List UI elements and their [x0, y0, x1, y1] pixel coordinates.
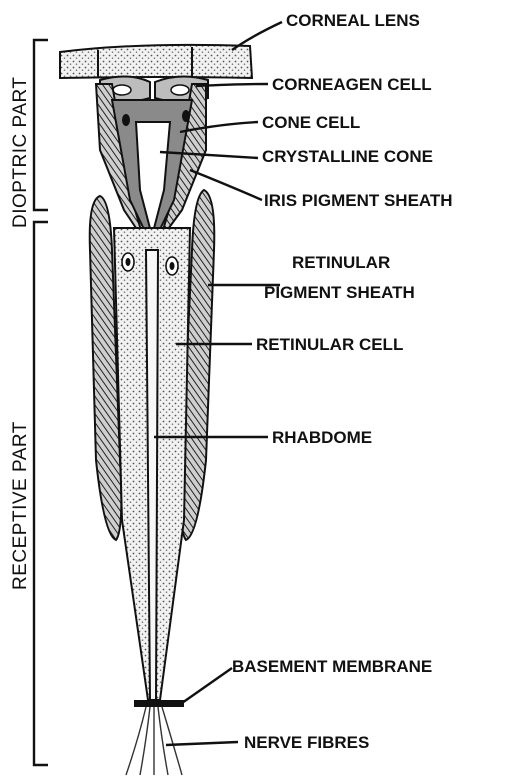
label-nerve-fibres: NERVE FIBRES [244, 733, 369, 752]
label-retinular-1: RETINULAR [292, 253, 390, 272]
label-rhabdome: RHABDOME [272, 428, 372, 447]
label-basement-membrane: BASEMENT MEMBRANE [232, 657, 432, 676]
label-iris-pigment-sheath: IRIS PIGMENT SHEATH [264, 191, 453, 210]
label-corneal-lens: CORNEAL LENS [286, 11, 420, 30]
basement-membrane [134, 700, 184, 707]
label-crystalline-cone: CRYSTALLINE CONE [262, 147, 433, 166]
nerve-fibres [126, 707, 182, 775]
receptive-part-label: RECEPTIVE PART [10, 421, 31, 590]
dioptric-bracket [34, 40, 48, 210]
label-retinular-pigment-sheath: PIGMENT SHEATH [264, 283, 415, 302]
corneal-lens [60, 45, 252, 78]
label-corneagen-cell: CORNEAGEN CELL [272, 75, 432, 94]
dioptric-part-label: DIOPTRIC PART [10, 77, 31, 228]
label-retinular-cell: RETINULAR CELL [256, 335, 403, 354]
label-cone-cell: CONE CELL [262, 113, 360, 132]
receptive-bracket [34, 222, 48, 765]
